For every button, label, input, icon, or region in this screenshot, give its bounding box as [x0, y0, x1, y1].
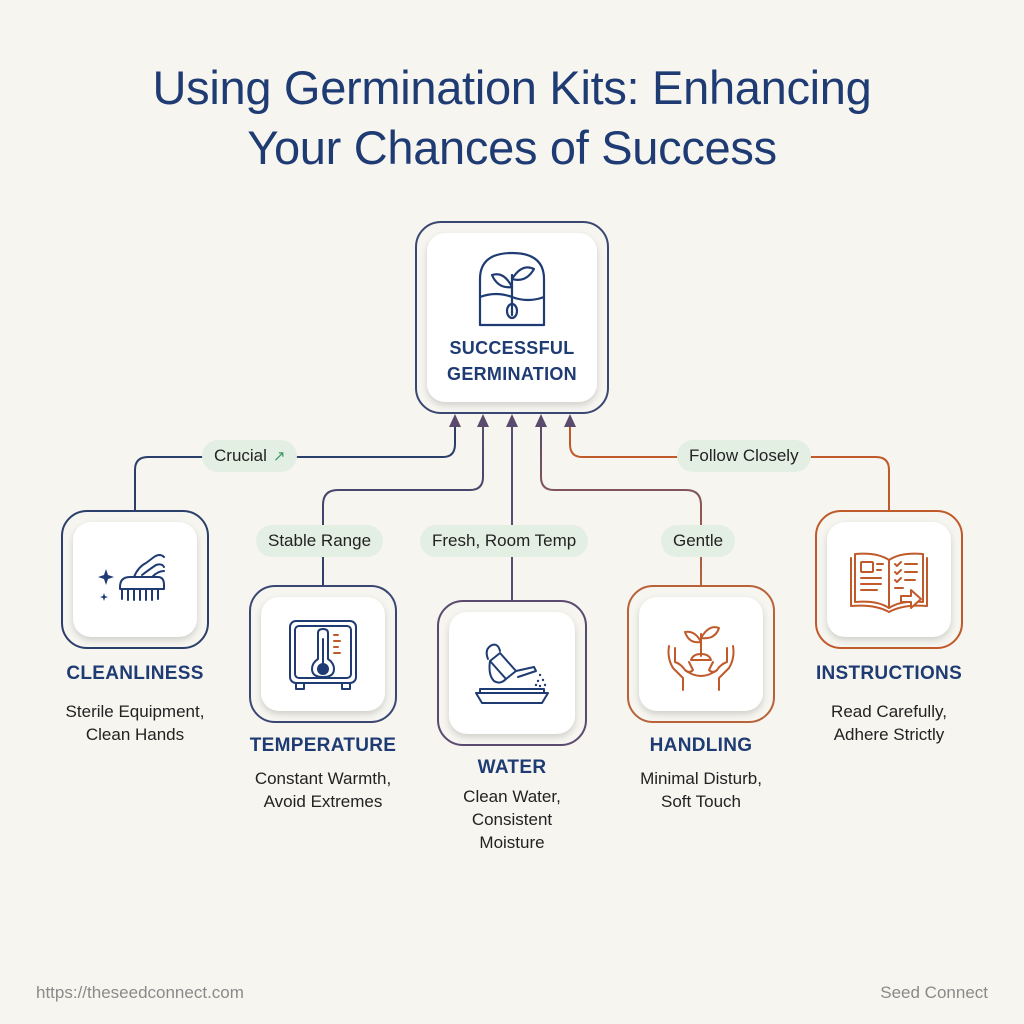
- instructions-desc-line-1: Read Carefully,: [831, 702, 947, 721]
- footer-url: https://theseedconnect.com: [36, 983, 244, 1002]
- scrub-brush-icon: [98, 553, 165, 601]
- stable-range-text: Stable Range: [268, 531, 372, 550]
- cleanliness-card: [73, 522, 197, 637]
- page-title: Using Germination Kits: Enhancing Your C…: [0, 58, 1024, 178]
- cleanliness-title: CLEANLINESS: [66, 663, 204, 684]
- water-card: [449, 612, 575, 734]
- instructions-title: INSTRUCTIONS: [815, 663, 963, 684]
- water-title: WATER: [477, 757, 547, 778]
- water-description: Clean Water, Consistent Moisture: [412, 785, 612, 854]
- arrowhead-4: [535, 414, 547, 427]
- water-desc-line-1: Clean Water,: [463, 787, 561, 806]
- connector-label-gentle: Gentle: [661, 525, 736, 557]
- handling-desc-line-1: Minimal Disturb,: [640, 769, 762, 788]
- cleanliness-node: [61, 510, 209, 649]
- instructions-description: Read Carefully, Adhere Strictly: [789, 700, 989, 746]
- center-label-line-1: SUCCESSFUL: [449, 338, 575, 358]
- handling-node: [627, 585, 775, 723]
- handling-description: Minimal Disturb, Soft Touch: [596, 767, 806, 813]
- instructions-node: [815, 510, 963, 649]
- temperature-description: Constant Warmth, Avoid Extremes: [218, 767, 428, 813]
- arrowhead-5: [564, 414, 576, 427]
- arrow-up-right-icon: ↗: [272, 448, 286, 465]
- temperature-desc-line-2: Avoid Extremes: [263, 792, 383, 811]
- title-line-1: Using Germination Kits: Enhancing: [152, 61, 872, 114]
- handling-title: HANDLING: [649, 735, 753, 756]
- seedling-dome-icon: [478, 251, 546, 327]
- connector-label-crucial: Crucial ↗: [202, 440, 298, 472]
- center-node: SUCCESSFUL GERMINATION: [415, 221, 609, 414]
- water-node: [437, 600, 587, 746]
- open-book-checklist-icon: [850, 552, 928, 613]
- instructions-desc-line-2: Adhere Strictly: [833, 725, 945, 744]
- fresh-room-temp-text: Fresh, Room Temp: [432, 531, 577, 550]
- center-node-card: SUCCESSFUL GERMINATION: [427, 233, 597, 402]
- cleanliness-desc-line-2: Clean Hands: [85, 725, 185, 744]
- cleanliness-desc-line-1: Sterile Equipment,: [65, 702, 205, 721]
- arrowhead-2: [477, 414, 489, 427]
- instructions-card: [827, 522, 951, 637]
- connector-handling: [540, 424, 702, 586]
- water-desc-line-3: Moisture: [479, 833, 545, 852]
- center-label-line-2: GERMINATION: [447, 364, 577, 384]
- arrowhead-1: [449, 414, 461, 427]
- temperature-desc-line-1: Constant Warmth,: [254, 769, 392, 788]
- watering-can-icon: [475, 643, 549, 704]
- connector-temperature: [322, 424, 484, 586]
- temperature-title: TEMPERATURE: [249, 735, 397, 756]
- handling-card: [639, 597, 763, 711]
- footer-brand: Seed Connect: [880, 983, 988, 1002]
- thermometer-icon: [289, 620, 357, 690]
- crucial-text: Crucial: [214, 446, 267, 465]
- connector-cleanliness: [134, 424, 456, 511]
- water-desc-line-2: Consistent: [471, 810, 553, 829]
- gentle-text: Gentle: [673, 531, 724, 550]
- cleanliness-description: Sterile Equipment, Clean Hands: [35, 700, 235, 746]
- title-line-2: Your Chances of Success: [247, 121, 777, 174]
- arrowhead-3: [506, 414, 518, 427]
- temperature-node: [249, 585, 397, 723]
- connector-label-fresh-room-temp: Fresh, Room Temp: [420, 525, 589, 557]
- center-node-label: SUCCESSFUL GERMINATION: [447, 335, 577, 387]
- handling-desc-line-2: Soft Touch: [660, 792, 742, 811]
- connector-label-stable-range: Stable Range: [256, 525, 384, 557]
- follow-closely-text: Follow Closely: [689, 446, 799, 465]
- connector-label-follow-closely: Follow Closely: [677, 440, 811, 472]
- temperature-card: [261, 597, 385, 711]
- hands-seedling-icon: [667, 626, 735, 691]
